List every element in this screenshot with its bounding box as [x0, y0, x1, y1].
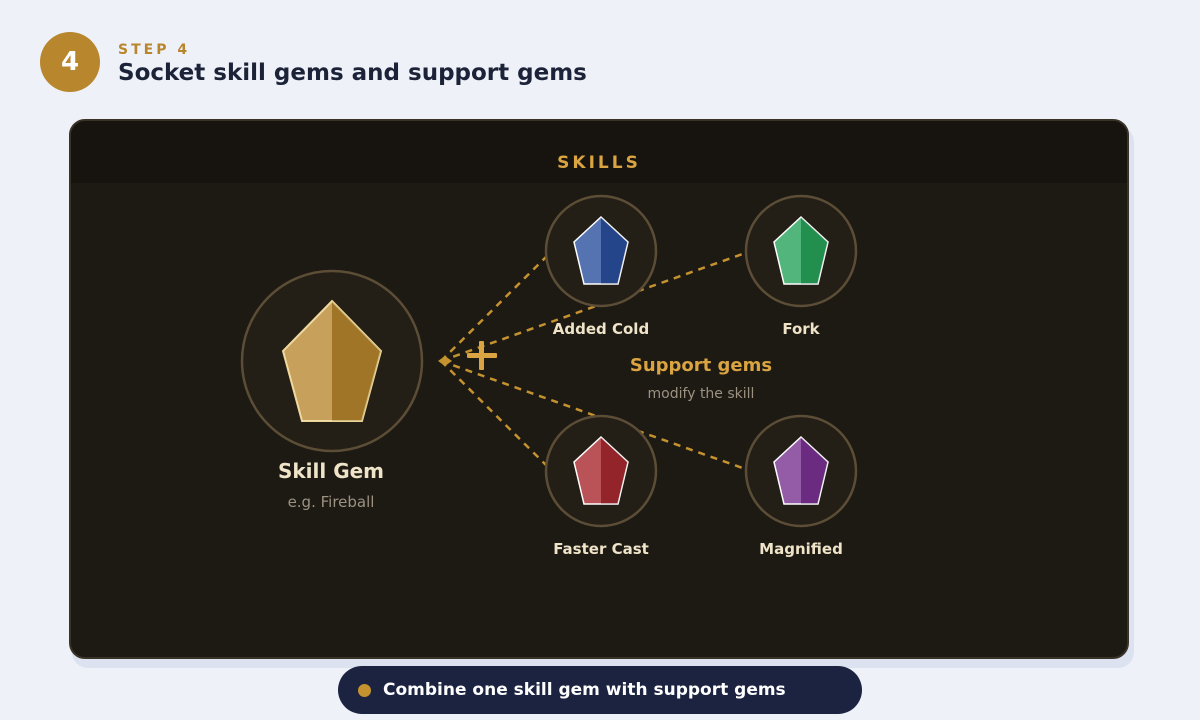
bullet-dot-icon [358, 683, 371, 697]
socket-added-cold [544, 194, 658, 308]
connector-faster-cast [440, 360, 550, 469]
step-label: STEP 4 [118, 42, 191, 58]
skill-gem-example: e.g. Fireball [287, 493, 375, 511]
socket-magnified [744, 414, 858, 528]
red-gem-icon [573, 435, 629, 505]
step-title: Socket skill gems and support gems [118, 60, 587, 86]
skill-gem-title: Skill Gem [277, 459, 385, 483]
support-gems-title: Support gems [629, 355, 773, 376]
step-number-badge: 4 [40, 32, 100, 92]
label-fork: Fork [782, 320, 820, 338]
connector-added-cold [440, 253, 550, 362]
socket-fork [744, 194, 858, 308]
socket-faster-cast [544, 414, 658, 528]
label-faster-cast: Faster Cast [553, 540, 649, 558]
footer-caption: Combine one skill gem with support gems [338, 666, 862, 714]
skill-gem-socket [240, 269, 424, 453]
panel-header-band [71, 121, 1127, 183]
connector-magnified [440, 359, 752, 473]
blue-gem-icon [573, 215, 629, 285]
connector-origin-diamond [438, 356, 452, 366]
purple-gem-icon [773, 435, 829, 505]
footer-caption-text: Combine one skill gem with support gems [383, 680, 786, 700]
plus-icon [467, 341, 497, 370]
green-gem-icon [773, 215, 829, 285]
skills-heading: SKILLS [557, 153, 641, 173]
gem-diagram [240, 194, 858, 528]
connector-lines [440, 249, 752, 473]
skills-panel: SKILLS [69, 119, 1129, 659]
label-added-cold: Added Cold [552, 320, 650, 338]
connector-fork [440, 249, 752, 363]
skill-gem-icon [281, 299, 383, 422]
label-magnified: Magnified [759, 540, 843, 558]
support-gems-subtitle: modify the skill [647, 386, 755, 402]
